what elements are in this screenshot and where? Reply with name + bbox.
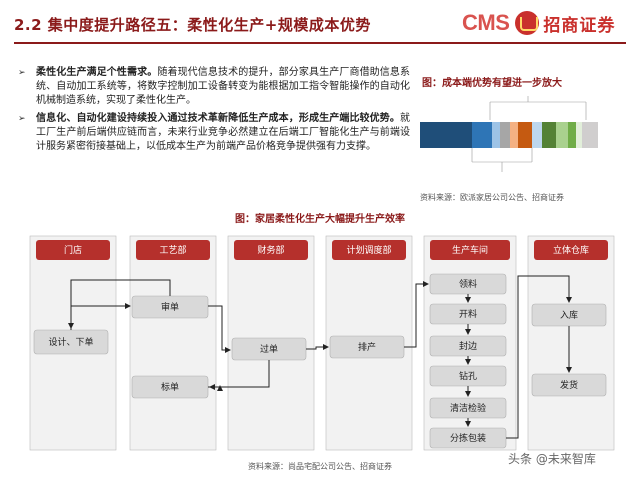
node-label: 审单 — [161, 301, 179, 313]
column-header-finance — [234, 240, 308, 260]
page-header: 2.2 集中度提升路径五：柔性化生产+规模成本优势 CMS 招商证券 — [0, 0, 640, 44]
node-label: 标单 — [161, 381, 179, 393]
bullet-body: 就工厂生产前后端供应链而言，未来行业竞争必然建立在后端工厂智能化生产与前端设计服… — [36, 113, 410, 152]
figure-bar-segment — [492, 122, 500, 148]
flow-arrow — [404, 281, 429, 348]
figure-bar-segment — [568, 122, 576, 148]
logo-chinese-name: 招商证券 — [543, 15, 616, 36]
cost-structure-figure — [420, 96, 598, 172]
figure-bar-segment — [500, 122, 510, 148]
column-label: 门店 — [64, 244, 82, 256]
node-label: 入库 — [560, 309, 578, 321]
column-label: 立体仓库 — [553, 244, 589, 256]
node-label: 排产 — [358, 341, 376, 353]
figure1-source: 资料来源：欧派家居公司公告、招商证券 — [420, 193, 564, 202]
node-ship — [531, 373, 607, 397]
column-headers — [36, 240, 608, 260]
column-label: 工艺部 — [159, 244, 186, 256]
brand-logo: CMS 招商证券 — [462, 8, 615, 38]
column-header-warehouse — [534, 240, 608, 260]
flow-arrow — [209, 360, 270, 390]
figure1-title: 图：成本端优势有望进一步放大 — [422, 78, 562, 89]
node-label: 分拣包装 — [450, 432, 486, 444]
flow-arrow — [306, 344, 329, 350]
figure-bar-segment — [472, 122, 492, 148]
figure2-title: 图：家居柔性化生产大幅提升生产效率 — [235, 214, 405, 225]
column-craft — [129, 235, 217, 451]
bullet-heading: 柔性化生产满足个性需求。 — [36, 67, 158, 78]
figure-bar-segment — [420, 122, 472, 148]
figure-bar-segment — [556, 122, 568, 148]
header-divider — [14, 42, 626, 44]
watermark: 头条 @未来智库 — [508, 452, 596, 466]
column-label: 计划调度部 — [346, 244, 391, 256]
node-label: 开料 — [459, 308, 477, 320]
node-label: 过单 — [260, 343, 278, 355]
logo-text: CMS — [462, 10, 510, 35]
flow-arrow — [506, 275, 572, 439]
figure-bar-segment — [518, 122, 532, 148]
bullet-heading: 信息化、自动化建设持续投入通过技术革新降低生产成本，形成生产端比较优势。 — [36, 113, 400, 124]
figure-bar-segment — [532, 122, 542, 148]
column-header-planning — [332, 240, 406, 260]
column-label: 财务部 — [257, 244, 284, 256]
node-label: 领料 — [459, 278, 477, 290]
bullet-arrow-icon: ➢ — [18, 68, 26, 78]
bullet-item: ➢ 信息化、自动化建设持续投入通过技术革新降低生产成本，形成生产端比较优势。就工… — [18, 112, 410, 154]
column-header-craft — [136, 240, 210, 260]
bullet-item: ➢ 柔性化生产满足个性需求。随着现代信息技术的提升，部分家具生产厂商借助信息系统… — [18, 66, 410, 108]
bullet-body: 随着现代信息技术的提升，部分家具生产厂商借助信息系统、自动加工系统等，将数字控制… — [36, 67, 411, 106]
bullet-arrow-icon: ➢ — [18, 114, 26, 124]
logo-emblem-icon — [515, 11, 540, 35]
node-label: 钻孔 — [459, 370, 477, 382]
figure-bar-segment — [582, 122, 598, 148]
node-label: 设计、下单 — [48, 336, 93, 348]
node-label: 发货 — [560, 379, 578, 391]
figure-bar-segment — [542, 122, 556, 148]
figure-bar-segment — [576, 122, 582, 148]
node-label: 封边 — [459, 340, 477, 352]
flow-arrow — [208, 305, 231, 353]
column-header-workshop — [430, 240, 510, 260]
node-label: 清洁检验 — [450, 402, 486, 414]
column-warehouse — [527, 235, 615, 451]
flow-columns — [29, 235, 615, 451]
flow-arrow — [68, 279, 171, 329]
figure2-source: 资料来源：尚品宅配公司公告、招商证券 — [248, 462, 392, 471]
column-header-store — [36, 240, 110, 260]
page-title: 2.2 集中度提升路径五：柔性化生产+规模成本优势 — [14, 16, 371, 34]
column-label: 生产车间 — [452, 244, 488, 256]
flow-arrow — [208, 385, 223, 391]
figure-bar-segment — [510, 122, 518, 148]
bullet-list: ➢ 柔性化生产满足个性需求。随着现代信息技术的提升，部分家具生产厂商借助信息系统… — [18, 66, 410, 158]
